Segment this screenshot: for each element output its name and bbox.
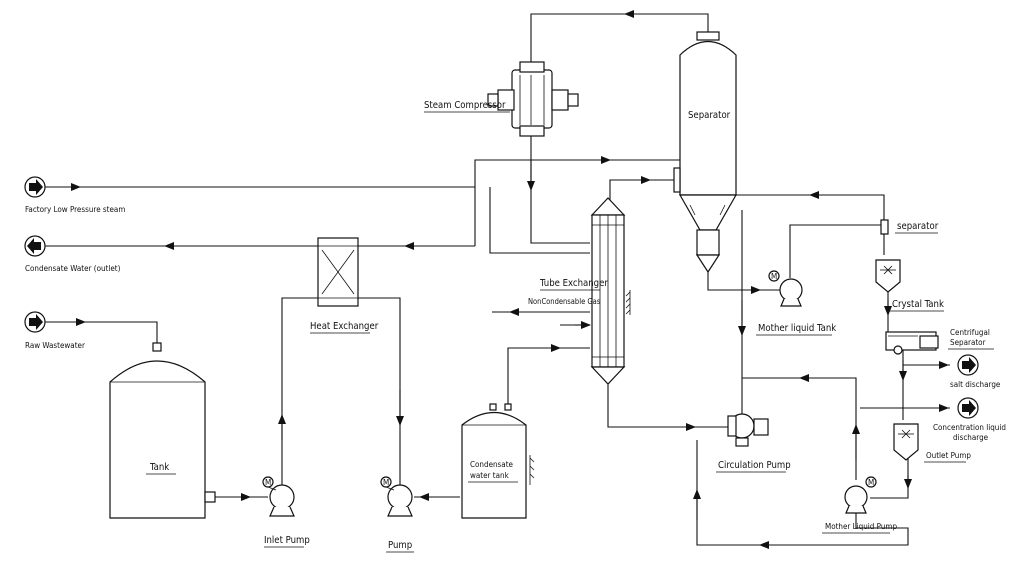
label-centrifugal-2: Separator — [950, 338, 986, 347]
motor-labels: M M M M — [265, 272, 874, 487]
condensate-water-tank — [461, 403, 535, 519]
label-outlet-pump: Outlet Pump — [926, 451, 971, 460]
mother-liquid-pump — [844, 476, 877, 514]
mother-liquid-tank-pump — [768, 270, 803, 307]
label-condensate-outlet: Condensate Water (outlet) — [25, 264, 121, 273]
label-tube-exchanger: Tube Exchanger — [539, 278, 608, 289]
label-noncondensable-gas: NonCondensable Gas — [528, 297, 601, 306]
motor-icon: M — [771, 272, 777, 281]
label-inlet-pump: Inlet Pump — [264, 535, 310, 546]
label-factory-steam: Factory Low Pressure steam — [25, 205, 125, 214]
crystal-tank — [875, 259, 901, 293]
motor-icon: M — [868, 478, 874, 487]
label-circulation-pump: Circulation Pump — [718, 460, 791, 471]
label-condensate-tank-2: water tank — [470, 471, 510, 480]
label-separator-small: separator — [897, 221, 939, 232]
label-mother-liquid-pump: Mother Liquid Pump — [825, 522, 897, 531]
condensate-pump — [380, 476, 413, 517]
label-heat-exchanger: Heat Exchanger — [310, 321, 379, 332]
label-separator: Separator — [688, 110, 731, 121]
label-concentration-2: discharge — [953, 433, 989, 442]
tube-exchanger — [590, 197, 631, 385]
separator-vessel — [673, 31, 738, 274]
centrifugal-separator — [885, 331, 939, 355]
steam-compressor — [487, 61, 579, 137]
circulation-pump — [727, 413, 769, 447]
diagram-labels: Steam Compressor Separator Factory Low P… — [25, 100, 1006, 553]
label-crystal-tank: Crystal Tank — [892, 299, 944, 310]
label-pump: Pump — [388, 540, 412, 551]
label-steam-compressor: Steam Compressor — [424, 100, 506, 111]
label-raw-wastewater: Raw Wastewater — [25, 341, 85, 350]
label-tank: Tank — [149, 462, 169, 473]
inlet-pump — [262, 476, 295, 517]
motor-icon: M — [383, 478, 389, 487]
label-salt-discharge: salt discharge — [950, 380, 1001, 389]
label-condensate-tank-1: Condensate — [470, 460, 514, 469]
outlet-tank — [893, 423, 919, 461]
label-mother-liquid-tank: Mother liquid Tank — [758, 323, 836, 334]
label-concentration-1: Concentration liquid — [933, 423, 1006, 432]
io-circles — [24, 176, 979, 419]
raw-tank — [109, 342, 216, 519]
label-centrifugal-1: Centrifugal — [950, 328, 990, 337]
heat-exchanger — [317, 237, 359, 307]
motor-icon: M — [265, 478, 271, 487]
small-separator — [880, 219, 889, 235]
